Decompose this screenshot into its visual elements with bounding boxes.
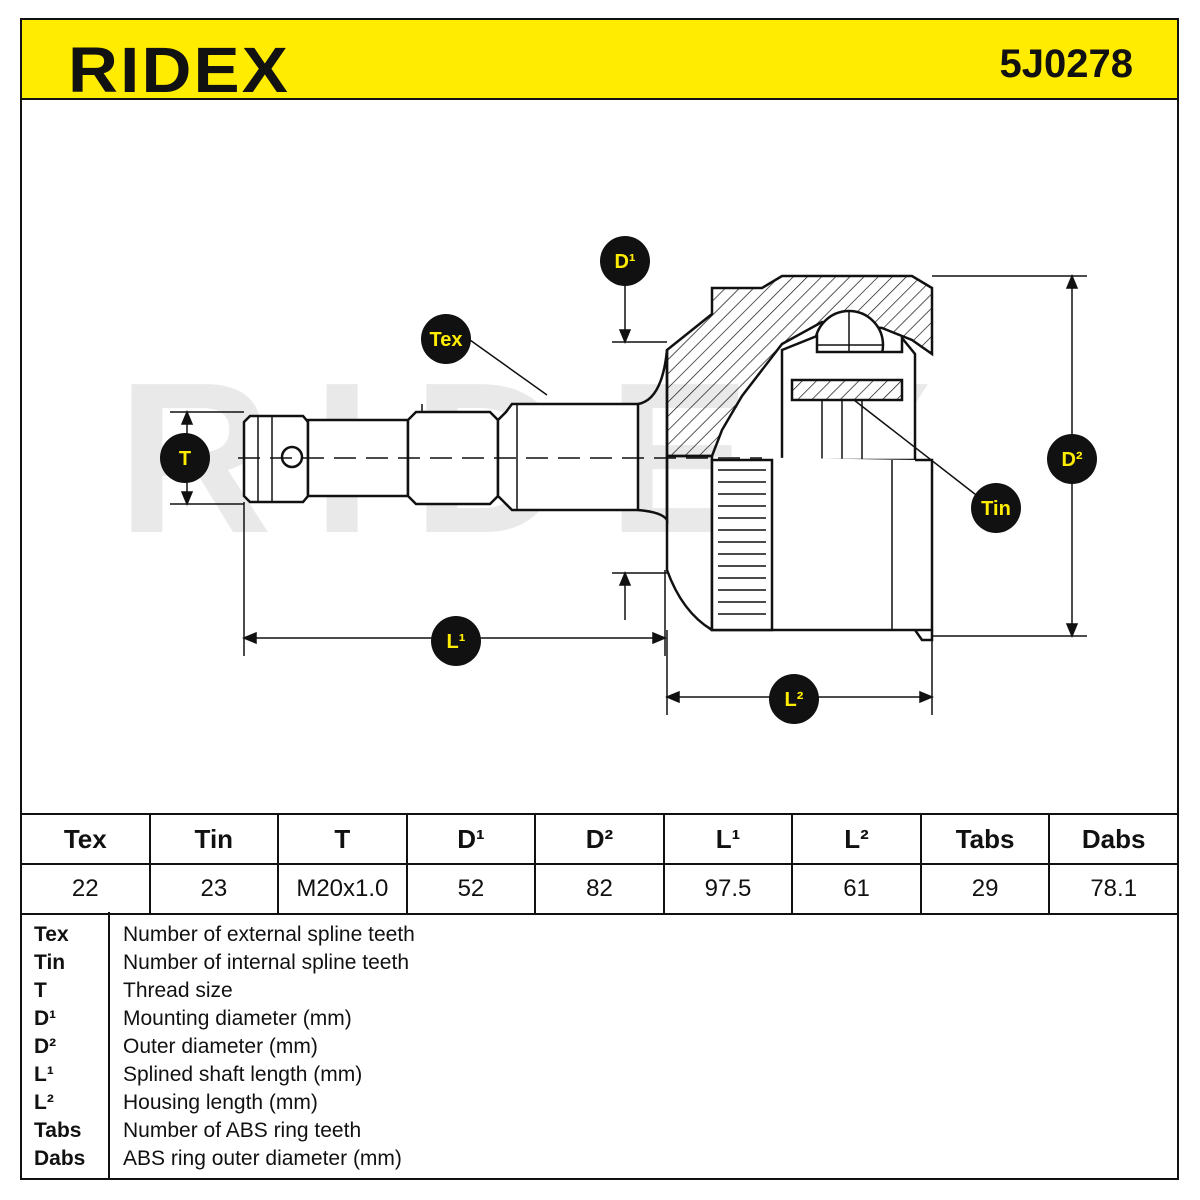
legend-key: Dabs xyxy=(34,1147,86,1170)
specs-value-row: 22 23 M20x1.0 52 82 97.5 61 29 78.1 xyxy=(20,863,1179,915)
legend-key: Tabs xyxy=(34,1119,82,1142)
svg-text:T: T xyxy=(179,448,191,470)
legend-key: D¹ xyxy=(34,1007,57,1030)
legend-key: Tin xyxy=(34,951,66,974)
technical-drawing: RIDEX xyxy=(117,236,1097,724)
legend-desc: Housing length (mm) xyxy=(123,1091,318,1114)
legend-key: T xyxy=(34,979,47,1002)
legend-desc: Thread size xyxy=(123,979,233,1002)
specs-value-cell: M20x1.0 xyxy=(277,863,408,915)
legend-divider xyxy=(108,912,110,1178)
legend-key: L¹ xyxy=(34,1063,54,1086)
specs-header-cell: T xyxy=(277,813,408,865)
legend-item: Tabs Number of ABS ring teeth xyxy=(22,1117,1177,1145)
callout-tin: Tin xyxy=(971,483,1021,533)
specs-header-cell: D² xyxy=(534,813,665,865)
specs-header-cell: L¹ xyxy=(662,813,794,865)
legend-desc: Mounting diameter (mm) xyxy=(123,1007,352,1030)
specs-header-cell: D¹ xyxy=(405,813,537,865)
svg-text:L¹: L¹ xyxy=(447,631,466,653)
specs-table: Tex Tin T D¹ D² L¹ L² Tabs Dabs 22 23 M2… xyxy=(20,813,1179,915)
legend-desc: Splined shaft length (mm) xyxy=(123,1063,363,1086)
specs-header-cell: Tabs xyxy=(919,813,1051,865)
abs-ring-teeth xyxy=(718,469,766,615)
legend-item: T Thread size xyxy=(22,977,1177,1005)
svg-text:D¹: D¹ xyxy=(614,251,635,273)
specs-header-cell: L² xyxy=(791,813,922,865)
part-number: 5J0278 xyxy=(999,42,1133,86)
legend-item: L² Housing length (mm) xyxy=(22,1089,1177,1117)
legend-item: D² Outer diameter (mm) xyxy=(22,1033,1177,1061)
specs-value-cell: 23 xyxy=(148,863,280,915)
legend-key: D² xyxy=(34,1035,57,1058)
callout-l2: L² xyxy=(769,674,819,724)
cv-joint-drawing xyxy=(242,274,934,642)
legend-desc: Number of external spline teeth xyxy=(123,923,415,946)
legend-panel: Tex Number of external spline teeth Tin … xyxy=(20,912,1179,1180)
svg-text:D²: D² xyxy=(1061,449,1082,471)
legend-item: L¹ Splined shaft length (mm) xyxy=(22,1061,1177,1089)
specs-header-cell: Dabs xyxy=(1048,813,1179,865)
callout-d2: D² xyxy=(1047,434,1097,484)
callout-d1: D¹ xyxy=(600,236,650,286)
callout-tex: Tex xyxy=(421,314,471,364)
legend-desc: Outer diameter (mm) xyxy=(123,1035,318,1058)
svg-text:Tex: Tex xyxy=(430,329,463,351)
legend-item: Dabs ABS ring outer diameter (mm) xyxy=(22,1145,1177,1173)
brand-logo: RIDEX xyxy=(68,34,291,106)
svg-text:L²: L² xyxy=(785,689,804,711)
legend-desc: Number of ABS ring teeth xyxy=(123,1119,362,1142)
legend-key: Tex xyxy=(34,923,69,946)
legend-desc: Number of internal spline teeth xyxy=(123,951,409,974)
callout-l1: L¹ xyxy=(431,616,481,666)
legend-desc: ABS ring outer diameter (mm) xyxy=(123,1147,402,1170)
specs-header-cell: Tin xyxy=(148,813,280,865)
specs-value-cell: 82 xyxy=(534,863,665,915)
svg-text:Tin: Tin xyxy=(981,498,1011,520)
callout-t: T xyxy=(160,433,210,483)
specs-value-cell: 78.1 xyxy=(1048,863,1179,915)
specs-value-cell: 22 xyxy=(20,863,151,915)
specs-header-cell: Tex xyxy=(20,813,151,865)
legend-item: Tex Number of external spline teeth xyxy=(22,921,1177,949)
header-bar: RIDEX 5J0278 xyxy=(20,18,1179,106)
specs-value-cell: 97.5 xyxy=(662,863,794,915)
specs-header-row: Tex Tin T D¹ D² L¹ L² Tabs Dabs xyxy=(20,813,1179,865)
specs-value-cell: 61 xyxy=(791,863,922,915)
legend-key: L² xyxy=(34,1091,54,1114)
legend-item: Tin Number of internal spline teeth xyxy=(22,949,1177,977)
specs-value-cell: 29 xyxy=(919,863,1051,915)
legend-item: D¹ Mounting diameter (mm) xyxy=(22,1005,1177,1033)
specs-value-cell: 52 xyxy=(405,863,537,915)
